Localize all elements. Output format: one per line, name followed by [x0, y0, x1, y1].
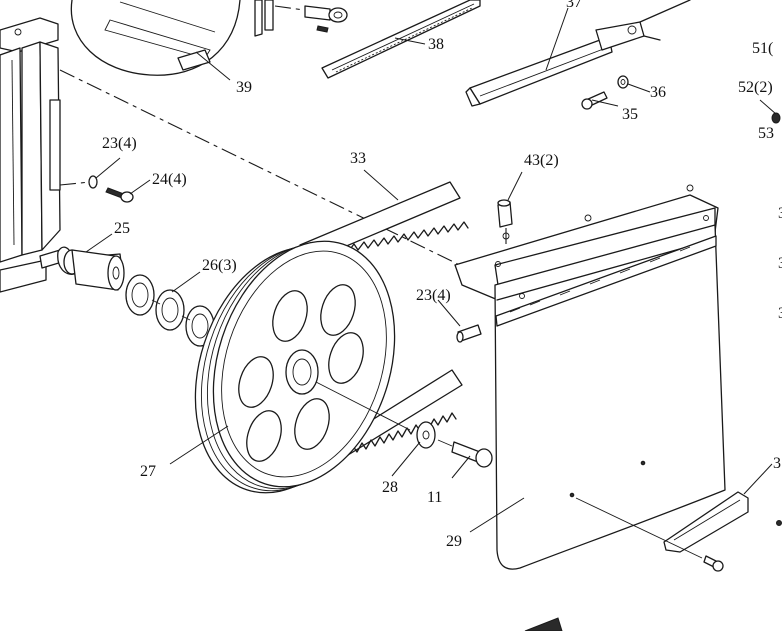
part-labels: 37 38 39 51( 52(2) 53 35 36 33 43(2) 23(…: [102, 0, 782, 550]
detail-circle-39: [70, 0, 241, 76]
label-3x: 3: [773, 455, 781, 472]
label-36: 36: [650, 84, 666, 101]
washer-bolt-28-11: [416, 421, 493, 468]
label-43: 43(2): [524, 152, 559, 169]
top-bracket: [254, 0, 348, 37]
blade-guard-37: [465, 0, 691, 110]
label-edge-2: 3: [778, 255, 782, 272]
label-25: 25: [114, 220, 130, 237]
pin-23: [456, 324, 482, 343]
label-11: 11: [427, 489, 442, 506]
label-28: 28: [382, 479, 398, 496]
label-53: 53: [758, 125, 774, 142]
bottom-partial-part: [524, 617, 563, 631]
label-27: 27: [140, 463, 156, 480]
label-23-right: 23(4): [416, 287, 451, 304]
label-23-left: 23(4): [102, 135, 137, 152]
label-38: 38: [428, 36, 444, 53]
leader-lines: [85, 7, 777, 533]
screw-43: [497, 199, 513, 246]
label-edge-3: 3: [778, 305, 782, 322]
label-24: 24(4): [152, 171, 187, 188]
part-52-fragment: [771, 112, 781, 124]
axis-line-23: [59, 181, 91, 186]
frame-stand: [0, 17, 61, 293]
wheel-27: [194, 240, 411, 494]
edge-dot: [776, 520, 782, 526]
label-37: 37: [566, 0, 582, 11]
label-51: 51(: [752, 40, 773, 57]
label-35: 35: [622, 106, 638, 123]
label-26: 26(3): [202, 257, 237, 274]
label-edge-1: 3: [778, 205, 782, 222]
label-39: 39: [236, 79, 252, 96]
label-29: 29: [446, 533, 462, 550]
shaft-25: [39, 246, 125, 291]
wheel-cover-29: [454, 184, 726, 570]
label-33: 33: [350, 150, 366, 167]
washer-screw-23-24: [88, 175, 134, 203]
handle-bracket: [575, 491, 749, 572]
label-52: 52(2): [738, 79, 773, 96]
